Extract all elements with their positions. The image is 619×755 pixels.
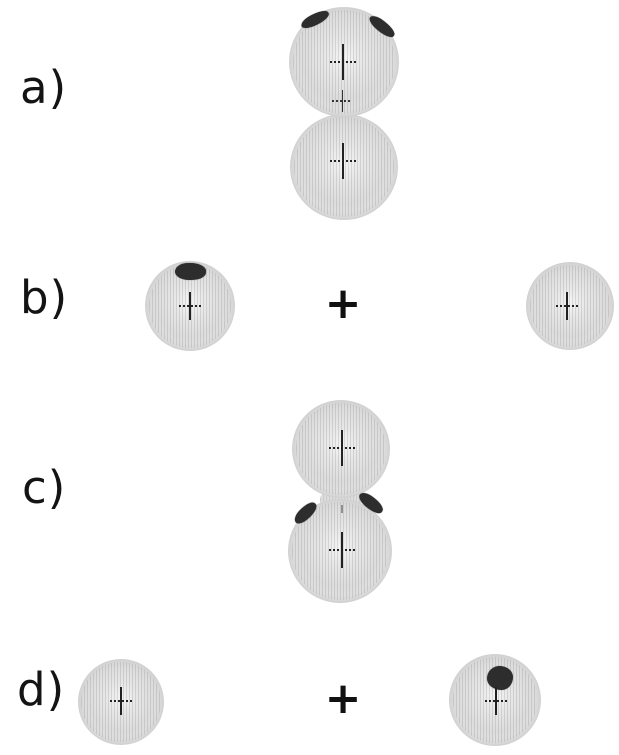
panel-c-label: c) — [22, 461, 67, 514]
crosshair-b-left-dashed-line — [179, 305, 201, 307]
droplet-a-lower — [290, 114, 398, 220]
patch-d-top — [487, 666, 513, 690]
crosshair-c-upper-dashed-line — [329, 447, 355, 449]
crosshair-a-contact-dashed-line — [332, 100, 352, 102]
neck-center-tick-c — [341, 505, 343, 513]
crosshair-c-lower-dashed-line — [329, 549, 355, 551]
panel-d-label: d) — [17, 663, 66, 716]
patch-b-top — [175, 263, 206, 280]
plus-operator-b: + — [324, 278, 362, 330]
panel-a-label: a) — [20, 61, 68, 114]
crosshair-d-right-dashed-line — [485, 700, 507, 702]
crosshair-d-left-dashed-line — [110, 700, 132, 702]
crosshair-a-lower-dashed-line — [330, 160, 356, 162]
droplet-a-lower-meridian-texture — [294, 117, 394, 217]
crosshair-b-right-dashed-line — [556, 305, 578, 307]
crosshair-a-upper-dashed-line — [330, 61, 356, 63]
plus-operator-d: + — [324, 673, 362, 725]
panel-b-label: b) — [20, 271, 69, 324]
